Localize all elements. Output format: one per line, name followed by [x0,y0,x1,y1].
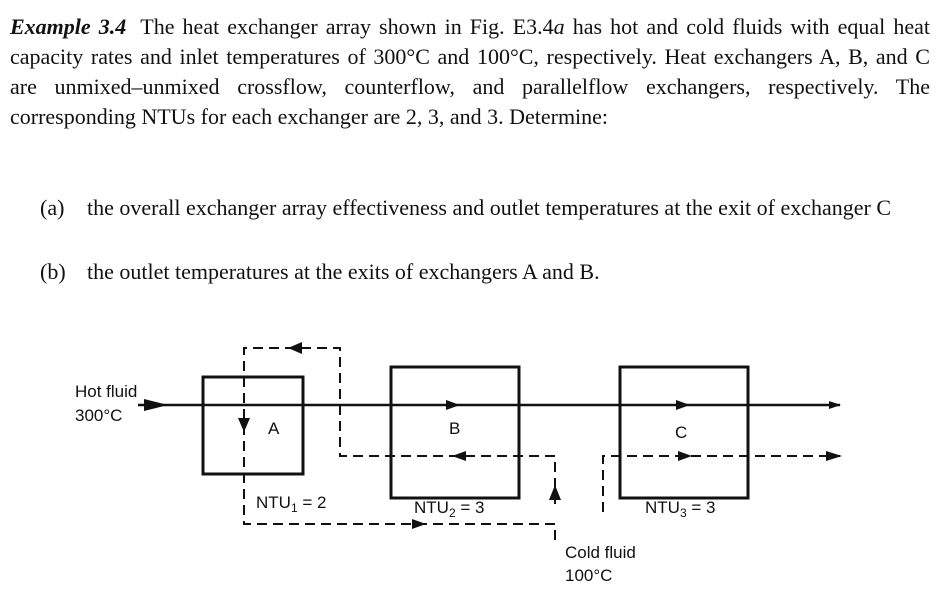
ntu3-label: NTU3 = 3 [645,498,715,520]
cold-path-to-c [602,455,840,512]
exchanger-b-name: B [449,419,460,438]
cold-arrowhead-b [452,451,466,461]
problem-text-before-fig: The heat exchanger array shown in Fig. E… [140,14,554,39]
exchanger-c-box [618,365,750,500]
exchanger-a-box [201,375,305,476]
hot-fluid-line [138,399,841,411]
cold-fluid-label: Cold fluid [565,543,636,562]
cold-fluid-arrowheads [238,342,842,529]
question-part-a: (a) the overall exchanger array effectiv… [40,193,914,255]
cold-fluid-label-group: Cold fluid 100°C [565,543,636,585]
hot-arrowhead-b [446,400,460,410]
cold-arrowhead-c [678,451,692,461]
cold-fluid-path [243,347,840,540]
exchanger-a-name: A [268,419,280,438]
hot-inlet-arrowhead [144,399,168,411]
cold-fluid-temp: 100°C [565,566,612,585]
ntu2-label: NTU2 = 3 [414,498,484,520]
hot-fluid-label-group: Hot fluid 300°C [75,382,137,425]
hot-fluid-temp: 300°C [75,406,122,425]
problem-statement: Example 3.4 The heat exchanger array show… [10,12,930,132]
hot-fluid-label: Hot fluid [75,382,137,401]
exchanger-c-name: C [675,423,687,442]
ntu1-label: NTU1 = 2 [256,493,326,515]
part-a-label: (a) [40,195,65,220]
exchanger-b-box [389,365,521,500]
exchanger-c: C NTU3 = 3 [618,365,750,520]
cold-arrowhead-bottom [412,519,426,529]
hot-arrowhead-c [676,400,690,410]
problem-text-after-fig: has hot and cold fluids with equal heat … [10,14,930,129]
cold-arrowhead-a [238,418,250,432]
part-b-text: the outlet temperatures at the exits of … [87,259,600,284]
figure-suffix: a [553,14,565,39]
cold-inlet-arrowhead [549,485,561,500]
example-label: Example 3.4 [10,14,127,39]
exchanger-b: B NTU2 = 3 [389,365,521,520]
exchanger-a: A NTU1 = 2 [201,375,326,515]
part-a-text: the overall exchanger array effectivenes… [87,195,892,220]
question-part-b: (b) the outlet temperatures at the exits… [40,257,914,287]
cold-outlet-arrowhead [826,451,842,461]
cold-arrowhead-top [288,342,302,354]
heat-exchanger-array-diagram: Hot fluid 300°C A NTU1 = 2 B NTU2 = 3 C … [75,342,842,585]
part-b-label: (b) [40,259,66,284]
